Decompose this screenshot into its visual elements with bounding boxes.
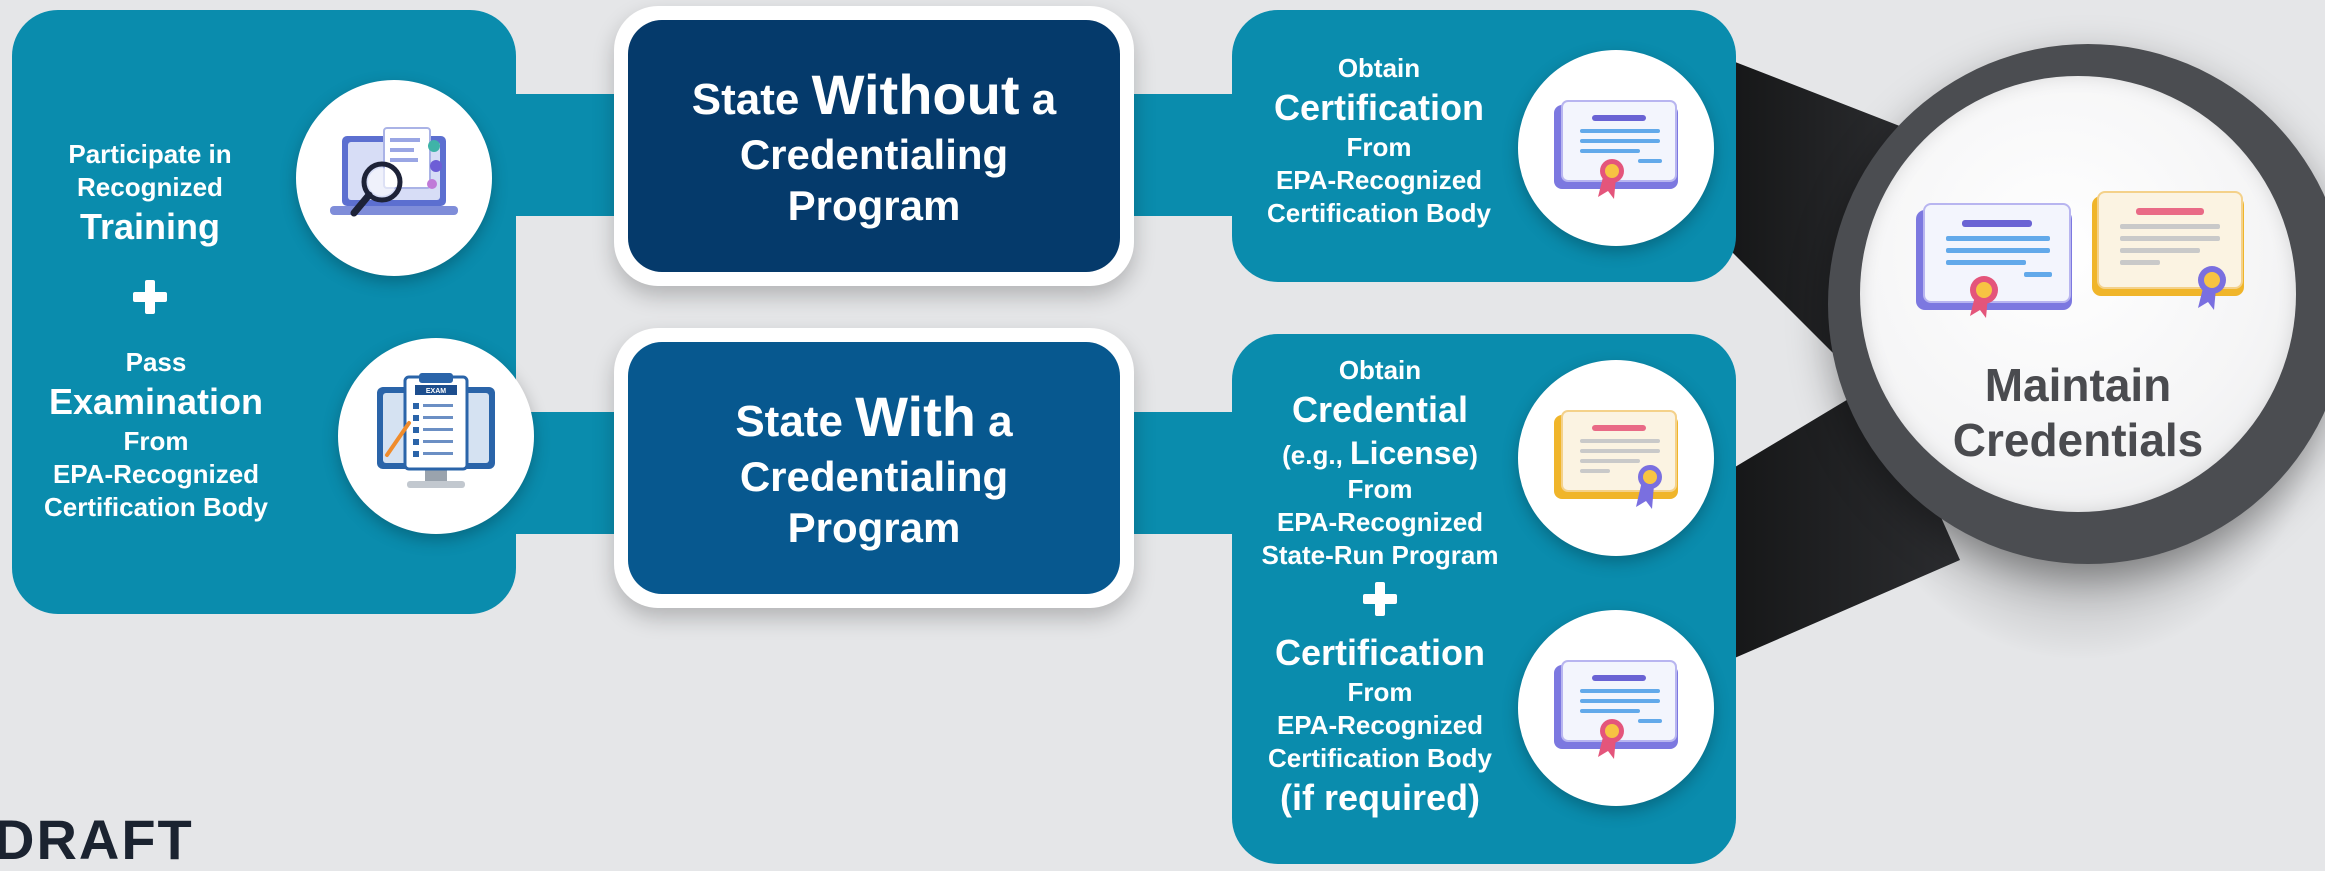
bottom-right-line3a: (e.g.,	[1282, 439, 1351, 470]
top-right-text: Obtain Certification From EPA-Recognized…	[1234, 52, 1524, 230]
state-without-line3: Program	[787, 182, 961, 230]
bottom-right-blue-circle	[1518, 610, 1714, 806]
bottom-right-line11: (if required)	[1279, 776, 1480, 818]
exam-line2: Examination	[48, 381, 264, 423]
svg-text:EXAM: EXAM	[426, 388, 446, 395]
bottom-right-line7: Certification	[1274, 632, 1486, 673]
exam-clipboard-icon: EXAM	[377, 373, 495, 488]
certificate-blue-icon	[1554, 100, 1678, 199]
bottom-right-line4: From	[1347, 474, 1413, 505]
plus-icon-left	[133, 280, 167, 314]
bottom-right-certification-text: Certification From EPA-Recognized Certif…	[1234, 630, 1526, 820]
top-right-line3: From	[1346, 131, 1412, 162]
state-without-word2: a	[1031, 74, 1057, 124]
state-without-emph: Without	[811, 62, 1020, 126]
laptop-search-circle	[296, 80, 492, 276]
certificates-pair-icon	[1916, 191, 2244, 318]
training-line2: Recognized	[77, 172, 223, 203]
exam-line4: EPA-Recognized	[52, 458, 260, 489]
top-right-line4: EPA-Recognized	[1275, 164, 1483, 195]
bottom-right-yellow-circle	[1518, 360, 1714, 556]
bottom-right-line10: Certification Body	[1268, 742, 1492, 773]
exam-circle: EXAM	[338, 338, 534, 534]
certificate-yellow-icon	[1554, 410, 1678, 509]
state-with-inner: State With a Credentialing Program	[628, 342, 1120, 594]
maintain-line1: Maintain	[1984, 359, 2172, 411]
bottom-right-credential-text: Obtain Credential (e.g., License) From E…	[1234, 354, 1526, 572]
exam-line5: Certification Body	[44, 491, 268, 522]
maintain-line2: Credentials	[1952, 414, 2204, 467]
plus-icon-right	[1363, 582, 1397, 616]
training-text: Participate in Recognized Training	[20, 138, 280, 250]
state-without-line2: Credentialing	[739, 130, 1009, 178]
top-right-line1: Obtain	[1337, 53, 1421, 83]
exam-line1: Pass	[125, 347, 187, 377]
maintain-circle: Maintain Credentials	[1860, 76, 2296, 512]
state-with-word1: State	[735, 396, 843, 446]
bridge-top-right	[1120, 94, 1250, 216]
top-right-line2: Certification	[1273, 87, 1485, 129]
bottom-right-line5: EPA-Recognized	[1276, 507, 1484, 538]
exam-text: Pass Examination From EPA-Recognized Cer…	[24, 346, 288, 524]
draft-watermark: DRAFT	[0, 808, 194, 871]
bottom-right-line8: From	[1347, 676, 1413, 707]
bottom-right-line2: Credential	[1291, 389, 1469, 431]
top-right-line5: Certification Body	[1267, 197, 1491, 228]
laptop-search-icon	[330, 127, 458, 217]
top-right-certificate-circle	[1518, 50, 1714, 246]
bottom-right-line9: EPA-Recognized	[1276, 709, 1484, 740]
bottom-right-line3c: )	[1469, 439, 1478, 470]
state-without-line1: State Without a	[692, 61, 1056, 129]
state-with-emph: With	[855, 384, 976, 448]
bottom-right-line1: Obtain	[1338, 355, 1422, 385]
state-with-line2: Credentialing	[739, 452, 1009, 500]
state-with-word2: a	[988, 396, 1013, 446]
bridge-bottom-right	[1120, 412, 1250, 534]
bottom-right-line3b: License	[1350, 434, 1470, 471]
certificate-blue-icon-2	[1554, 660, 1678, 759]
state-with-line3: Program	[787, 504, 961, 552]
bottom-right-line6: State-Run Program	[1261, 540, 1499, 571]
state-without-inner: State Without a Credentialing Program	[628, 20, 1120, 272]
exam-line3: From	[123, 425, 189, 456]
bottom-right-line3: (e.g., License)	[1234, 433, 1526, 474]
state-with-line1: State With a	[735, 383, 1012, 451]
state-without-box: State Without a Credentialing Program	[614, 6, 1134, 286]
maintain-text: Maintain Credentials	[1860, 358, 2296, 468]
training-line3: Training	[79, 206, 220, 248]
state-without-word1: State	[691, 74, 800, 124]
state-with-box: State With a Credentialing Program	[614, 328, 1134, 608]
training-line1: Participate in	[68, 139, 232, 169]
